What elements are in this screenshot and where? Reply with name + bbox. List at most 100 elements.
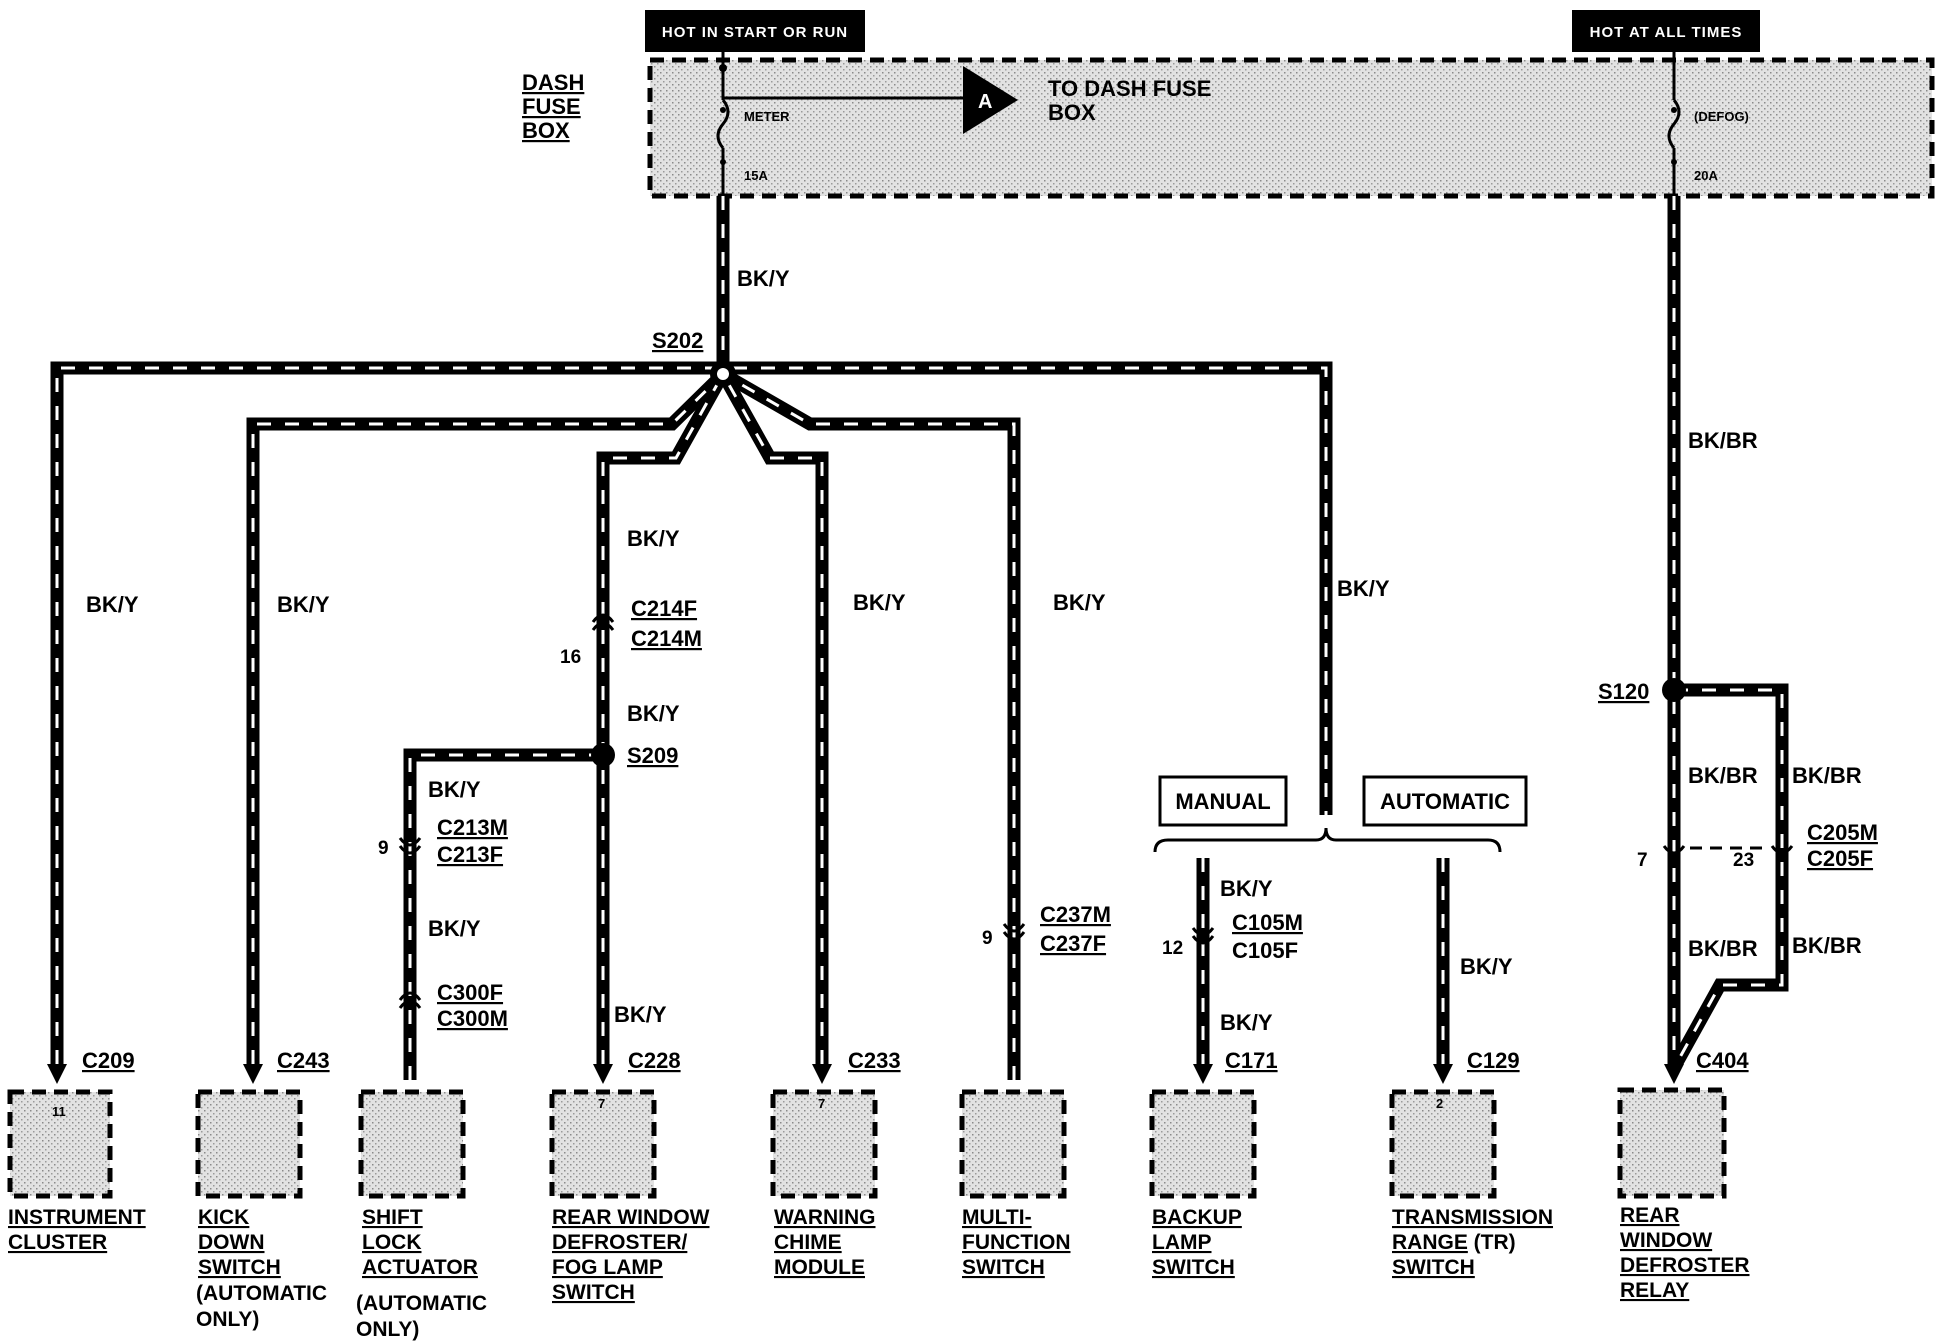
splice-s209: S209 — [591, 743, 678, 768]
instrument-cluster: 11 INSTRUMENT CLUSTER — [7, 1089, 146, 1254]
kick-down-line1: KICK — [198, 1206, 249, 1229]
defroster-relay-line3: DEFROSTER — [1620, 1254, 1750, 1277]
chime-module-pin: 7 — [818, 1096, 825, 1111]
component-connector-labels: C209 C243 C228 C233 C171 C129 C404 — [82, 1048, 1749, 1073]
meter-fuse-rating: 15A — [744, 168, 768, 183]
multi-function-switch: MULTI- FUNCTION SWITCH — [959, 1089, 1071, 1279]
fuse-box-label-line3: BOX — [522, 118, 570, 143]
instrument-cluster-line1: INSTRUMENT — [8, 1206, 146, 1229]
manual-option: MANUAL — [1158, 775, 1288, 827]
instrument-cluster-pin: 11 — [52, 1104, 66, 1119]
hot-start-run-label: HOT IN START OR RUN — [645, 10, 865, 52]
ref-a-letter: A — [978, 91, 992, 113]
automatic-option-text: AUTOMATIC — [1380, 789, 1510, 814]
defog-fuse: (DEFOG) 20A — [1667, 52, 1749, 196]
chime-module-line3: MODULE — [774, 1256, 865, 1279]
connector-c105-pin: 12 — [1162, 938, 1183, 959]
wire-label-chime: BK/Y — [853, 590, 906, 615]
defog-fuse-name: (DEFOG) — [1694, 109, 1749, 124]
instrument-cluster-line2: CLUSTER — [8, 1231, 107, 1254]
trans-range-line2b: (TR) — [1468, 1231, 1516, 1254]
connector-c213f-label: C213F — [437, 842, 503, 867]
shift-lock-note1: (AUTOMATIC — [356, 1292, 487, 1315]
connector-c205-pin-left: 7 — [1637, 850, 1648, 871]
rear-window-defroster-relay: REAR WINDOW DEFROSTER RELAY — [1617, 1087, 1750, 1302]
kick-down-switch: KICK DOWN SWITCH (AUTOMATIC ONLY) — [195, 1089, 327, 1331]
wire-label-backup-lower: BK/Y — [1220, 1010, 1273, 1035]
wire-color-labels: BK/Y BK/Y BK/Y BK/Y BK/Y BK/Y BK/Y BK/Y … — [86, 266, 1862, 1035]
meter-fuse: METER 15A — [716, 52, 790, 196]
defroster-relay-line2: WINDOW — [1620, 1229, 1712, 1252]
defroster-switch-line3: FOG LAMP — [552, 1256, 663, 1279]
manual-option-text: MANUAL — [1175, 789, 1270, 814]
connector-c214f-label: C214F — [631, 596, 697, 621]
defroster-switch-line2: DEFROSTER/ — [552, 1231, 688, 1254]
connector-c237m-label: C237M — [1040, 902, 1111, 927]
bk-y-harness — [50, 196, 1450, 1080]
kick-down-line3: SWITCH — [198, 1256, 281, 1279]
wire-label-backup-upper: BK/Y — [1220, 876, 1273, 901]
connector-c300: C300F C300M — [398, 980, 508, 1031]
dash-fuse-box-label: DASH FUSE BOX — [522, 70, 584, 143]
wire-label-shiftlock-upper: BK/Y — [428, 777, 481, 802]
wire-label-cluster: BK/Y — [86, 592, 139, 617]
wire-label-relay-right-upper: BK/BR — [1792, 763, 1862, 788]
svg-text:RANGE (TR): RANGE (TR) — [1392, 1231, 1516, 1254]
connector-c205: 7 23 C205M C205F — [1637, 820, 1878, 871]
defroster-switch-pin: 7 — [598, 1096, 605, 1111]
connector-c214m-label: C214M — [631, 626, 702, 651]
connector-c404-label: C404 — [1696, 1048, 1749, 1073]
connector-c233-label: C233 — [848, 1048, 901, 1073]
defroster-switch-line1: REAR WINDOW — [552, 1206, 710, 1229]
backup-lamp-switch: BACKUP LAMP SWITCH — [1149, 1089, 1257, 1279]
trans-range-line2a: RANGE — [1392, 1231, 1468, 1254]
chime-module-line1: WARNING — [774, 1206, 876, 1229]
wire-label-relay-left-lower: BK/BR — [1688, 936, 1758, 961]
wire-label-defrost-mid: BK/Y — [627, 701, 680, 726]
trans-range-pin: 2 — [1436, 1096, 1443, 1111]
splice-s120-label: S120 — [1598, 679, 1649, 704]
wire-label-feed: BK/Y — [737, 266, 790, 291]
kick-down-note2: ONLY) — [196, 1308, 259, 1331]
shift-lock-line1: SHIFT — [362, 1206, 423, 1229]
splice-s202: S202 — [652, 328, 736, 387]
connector-c105: 12 C105M C105F — [1162, 910, 1303, 963]
rear-window-defroster-switch: 7 REAR WINDOW DEFROSTER/ FOG LAMP SWITCH — [549, 1089, 710, 1304]
connector-c213-pin: 9 — [378, 838, 389, 859]
wire-label-trans-range: BK/Y — [1460, 954, 1513, 979]
fuse-box-label-line2: FUSE — [522, 94, 581, 119]
transmission-range-switch: 2 TRANSMISSION RANGE (TR) SWITCH — [1389, 1089, 1553, 1279]
option-bracket — [1153, 827, 1502, 853]
connector-c214-pin: 16 — [560, 647, 581, 668]
connector-c209-label: C209 — [82, 1048, 135, 1073]
connector-c105m-label: C105M — [1232, 910, 1303, 935]
multi-function-line2: FUNCTION — [962, 1231, 1071, 1254]
multi-function-line1: MULTI- — [962, 1206, 1032, 1229]
shift-lock-line2: LOCK — [362, 1231, 422, 1254]
wire-label-defog-feed: BK/BR — [1688, 428, 1758, 453]
backup-lamp-line1: BACKUP — [1152, 1206, 1242, 1229]
hot-all-times-label: HOT AT ALL TIMES — [1572, 10, 1760, 52]
ref-a-pointer: A TO DASH FUSE BOX — [723, 66, 1211, 134]
connector-c228-label: C228 — [628, 1048, 681, 1073]
connector-c205m-label: C205M — [1807, 820, 1878, 845]
connector-c105f-label: C105F — [1232, 938, 1298, 963]
connector-c213: 9 C213M C213F — [378, 815, 508, 867]
bk-br-harness — [1667, 196, 1789, 1072]
wire-label-kickdown: BK/Y — [277, 592, 330, 617]
connector-c213m-label: C213M — [437, 815, 508, 840]
splice-s209-label: S209 — [627, 743, 678, 768]
automatic-option: AUTOMATIC — [1362, 775, 1528, 827]
connector-c243-label: C243 — [277, 1048, 330, 1073]
multi-function-line3: SWITCH — [962, 1256, 1045, 1279]
trans-range-line3: SWITCH — [1392, 1256, 1475, 1279]
splice-s202-label: S202 — [652, 328, 703, 353]
wire-label-defrost-upper: BK/Y — [627, 526, 680, 551]
trans-range-line1: TRANSMISSION — [1392, 1206, 1553, 1229]
connector-c300m-label: C300M — [437, 1006, 508, 1031]
hot-start-run-text: HOT IN START OR RUN — [662, 24, 848, 41]
wire-label-relay-left-upper: BK/BR — [1688, 763, 1758, 788]
connector-end-marks — [47, 1064, 1684, 1084]
connector-c171-label: C171 — [1225, 1048, 1278, 1073]
